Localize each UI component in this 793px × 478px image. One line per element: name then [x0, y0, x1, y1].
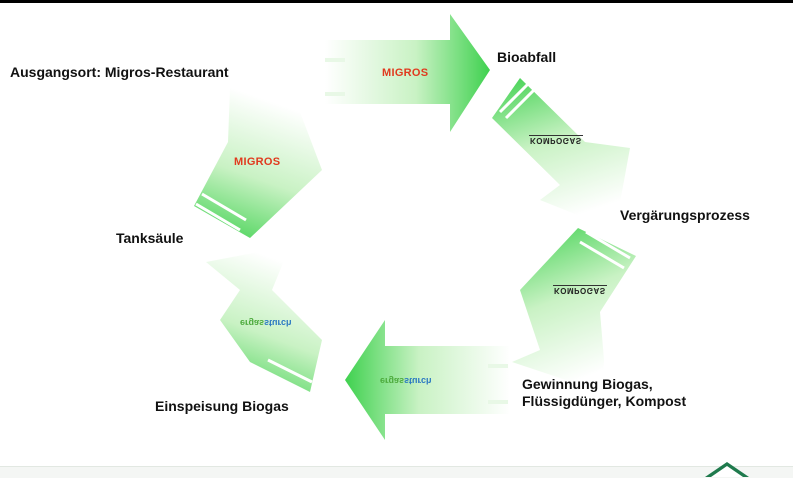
kompogas-logo-upper: KOMPOGAS: [529, 135, 583, 145]
triangle-logo-icon: [705, 462, 749, 477]
label-tanksaeule: Tanksäule: [116, 230, 184, 246]
arrow-upper-left: [194, 88, 322, 238]
arrow-lower-left: [206, 246, 322, 394]
label-einspeisung: Einspeisung Biogas: [155, 398, 289, 414]
label-gewinnung-line2: Flüssigdünger, Kompost: [522, 393, 687, 409]
naturemade-logo-left: ergassturch: [240, 318, 292, 328]
arrow-top: [325, 14, 490, 132]
naturemade-logo-bottom: ergassturch: [380, 376, 432, 386]
top-border: [0, 0, 793, 3]
label-gewinnung-line1: Gewinnung Biogas,: [522, 376, 653, 392]
migros-logo-left: MIGROS: [234, 156, 281, 168]
bottom-bar: [0, 466, 793, 478]
label-bioabfall: Bioabfall: [497, 49, 557, 65]
arrow-bottom: [345, 320, 510, 440]
migros-logo-top: MIGROS: [382, 67, 429, 79]
arrow-lower-right: [512, 228, 636, 392]
label-vergaerung: Vergärungsprozess: [620, 207, 750, 223]
arrow-upper-right: [492, 78, 630, 230]
label-start: Ausgangsort: Migros-Restaurant: [10, 64, 229, 80]
kompogas-logo-lower: KOMPOGAS: [553, 285, 607, 295]
